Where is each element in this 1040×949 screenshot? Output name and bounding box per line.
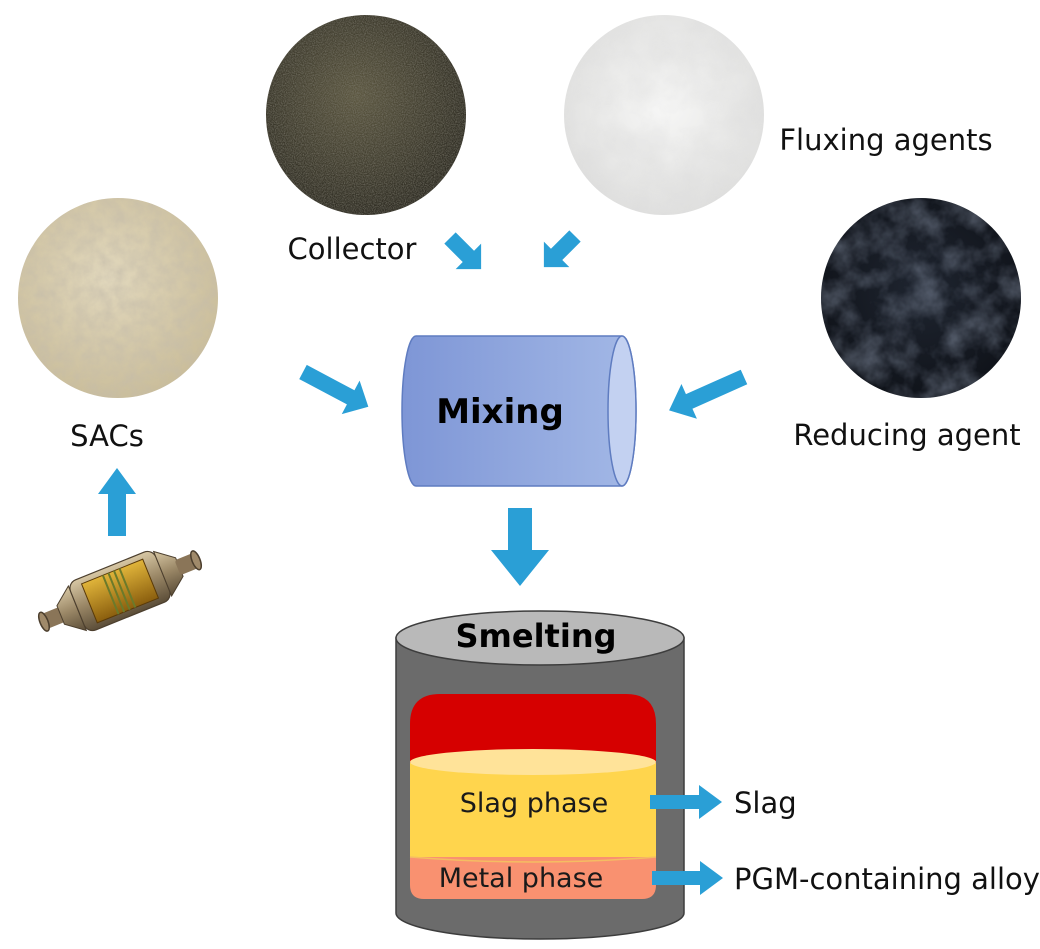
arrow-slag-output	[650, 785, 722, 819]
fluxing-agents-label: Fluxing agents	[779, 123, 992, 157]
fluxing-agents-powder-image	[564, 15, 764, 215]
mixing-label: Mixing	[436, 392, 564, 432]
arrow-fluxing-to-mixing	[543, 230, 581, 268]
smelting-furnace	[395, 610, 685, 940]
smelting-label: Smelting	[455, 617, 616, 655]
catalytic-converter-image	[37, 550, 203, 632]
arrow-converter-to-sacs	[98, 468, 136, 536]
arrow-mixing-to-smelting	[491, 508, 549, 586]
slag-phase-label: Slag phase	[460, 788, 608, 819]
arrow-sacs-to-mixing	[299, 364, 369, 415]
sacs-powder-image	[18, 198, 218, 398]
sacs-label: SACs	[70, 419, 144, 453]
arrow-alloy-output	[652, 861, 723, 895]
metal-phase-label: Metal phase	[439, 863, 604, 894]
arrow-collector-to-mixing	[444, 232, 482, 270]
mixing-drum	[401, 335, 637, 487]
slag-label: Slag	[734, 786, 797, 820]
collector-label: Collector	[288, 232, 417, 266]
reducing-agent-powder-image	[821, 198, 1021, 398]
collector-powder-image	[266, 15, 466, 215]
pgm-alloy-label: PGM-containing alloy	[734, 862, 1040, 896]
reducing-agent-label: Reducing agent	[793, 418, 1020, 452]
arrow-reducing-to-mixing	[669, 369, 748, 419]
